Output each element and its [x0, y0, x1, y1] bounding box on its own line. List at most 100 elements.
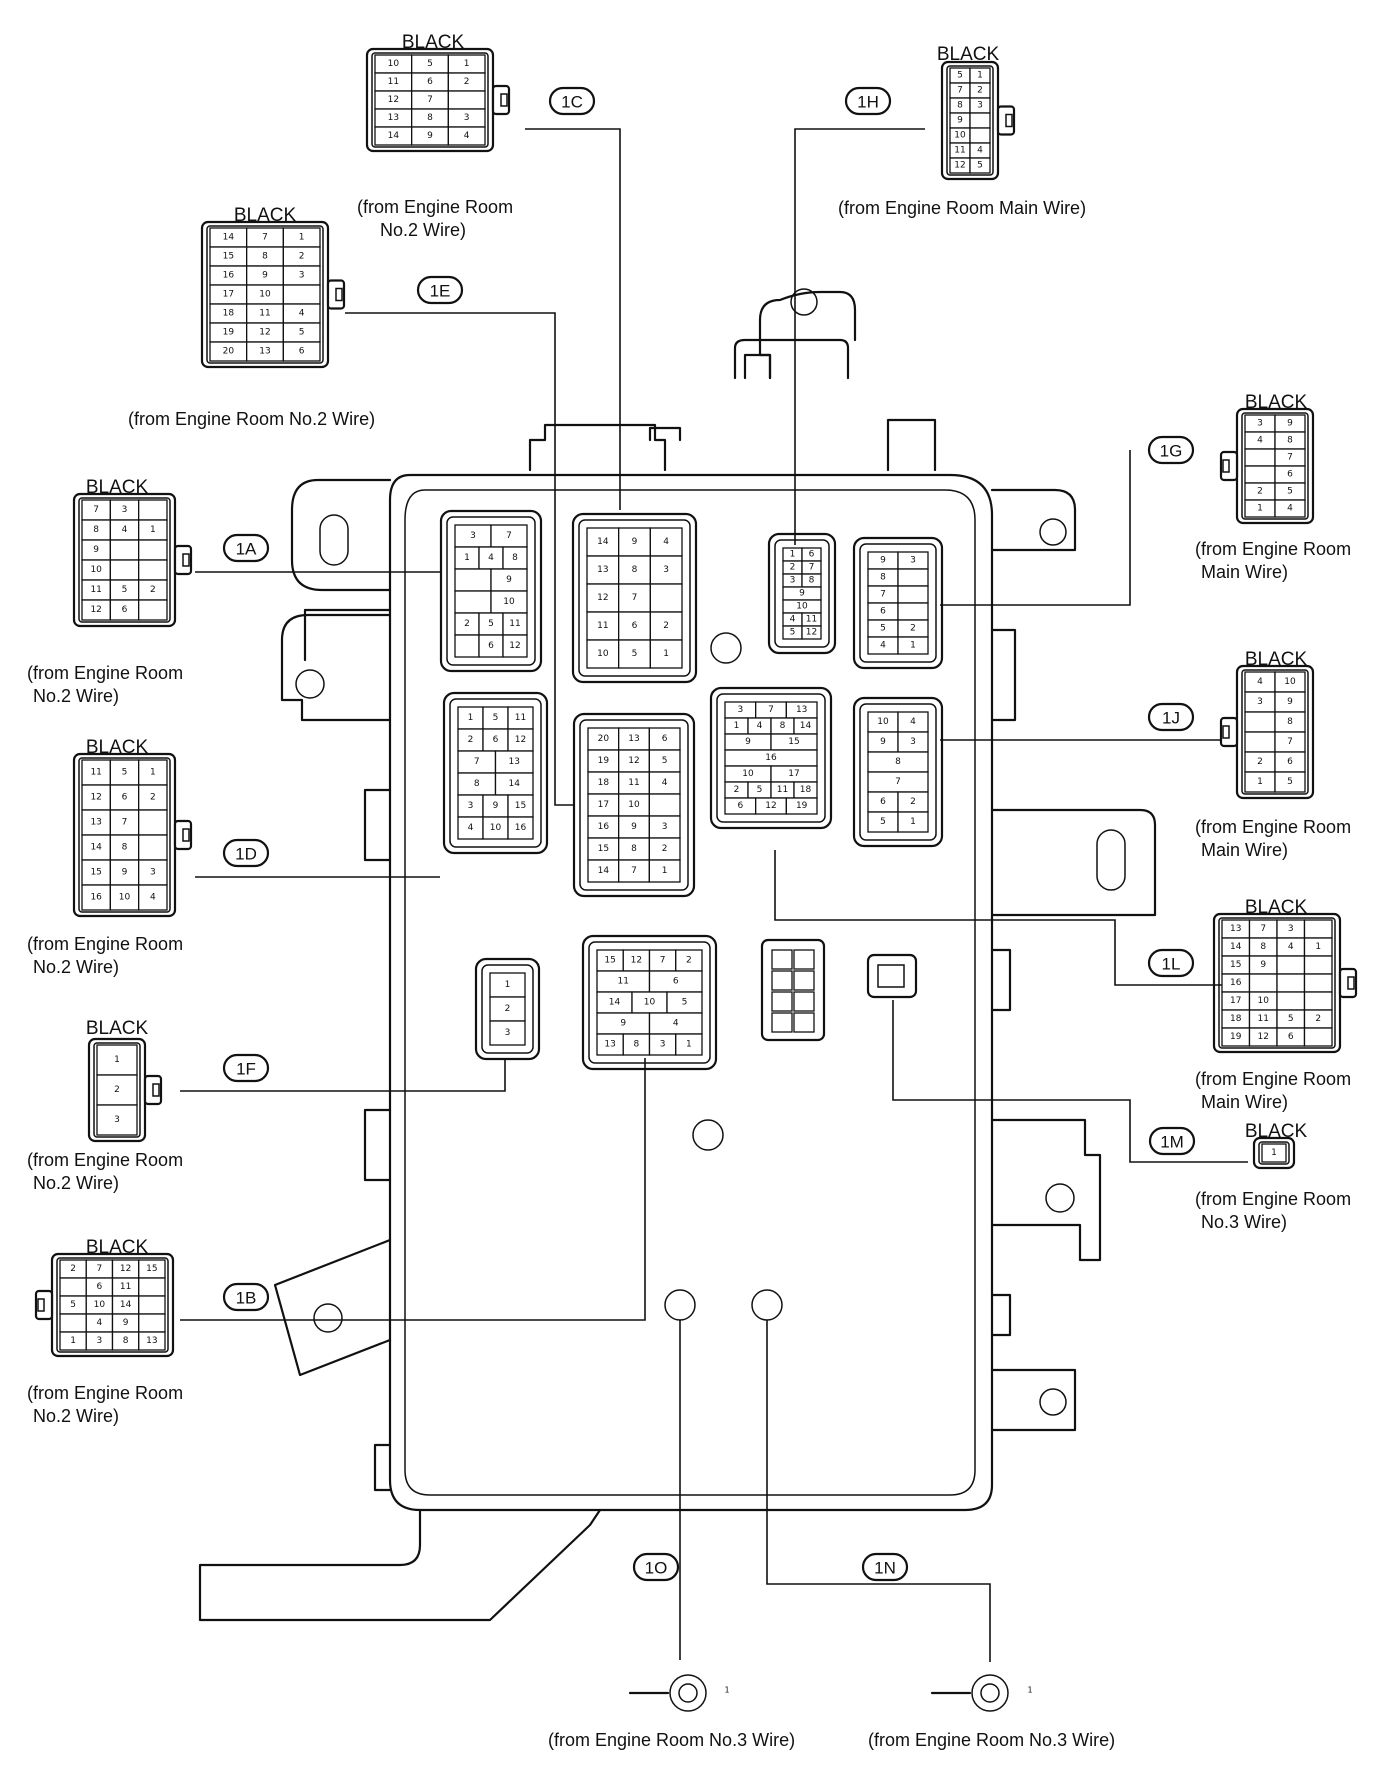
socket-inner-frame	[481, 964, 534, 1054]
source-label-1D-line2: No.2 Wire)	[33, 957, 119, 977]
source-label-1L-line1: (from Engine Room	[1195, 1069, 1351, 1089]
pin-number: 4	[1288, 942, 1294, 952]
code-bubble-1M: 1M	[1148, 1126, 1196, 1156]
pin-number: 4	[299, 309, 305, 319]
pin-number: 3	[977, 101, 983, 111]
pin-number: 16	[598, 822, 610, 832]
socket-inner-frame	[449, 698, 542, 848]
pin-cell	[1244, 711, 1276, 733]
source-label-1B-line1: (from Engine Room	[27, 1383, 183, 1403]
color-label-1C: BLACK	[402, 32, 465, 53]
connector-latch-detail	[182, 553, 190, 567]
pin-number: 5	[299, 328, 305, 338]
connector-inner-wall	[1218, 917, 1336, 1049]
pin-number: 19	[223, 328, 235, 338]
connector-latch-detail	[37, 1298, 45, 1312]
pin-cell	[96, 1074, 138, 1106]
pin-number: 8	[93, 525, 99, 535]
socket-inner-frame	[588, 941, 711, 1064]
code-bubble-1G: 1G	[1147, 435, 1195, 465]
pin-cell	[489, 1020, 526, 1046]
pin-number: 14	[223, 233, 235, 243]
color-label-1E: BLACK	[234, 205, 297, 226]
pin-number: 1	[114, 1055, 120, 1065]
pin-cell	[1244, 448, 1276, 467]
pin-number: 1	[299, 233, 305, 243]
pin-number: 15	[90, 868, 101, 878]
pin-number: 9	[493, 801, 499, 811]
pin-number: 2	[464, 619, 470, 629]
pin-cell	[1276, 991, 1306, 1011]
pin-number: 1	[910, 641, 916, 651]
pin-number: 9	[957, 116, 963, 126]
pin-cell	[801, 625, 822, 640]
pin-number: 10	[796, 602, 808, 612]
pin-number: 10	[119, 893, 131, 903]
code-bubble-outline	[548, 86, 596, 116]
pin-number: 3	[464, 113, 470, 123]
source-label-1L-line2: Main Wire)	[1201, 1092, 1288, 1112]
pin-cell	[649, 611, 683, 641]
pin-number: 18	[1230, 1014, 1242, 1024]
pin-number: 2	[662, 844, 668, 854]
pin-cell	[586, 527, 620, 557]
pin-number: 7	[880, 590, 886, 600]
pin-cell	[969, 127, 991, 144]
color-label-1H: BLACK	[937, 44, 1000, 65]
pin-number: 5	[682, 998, 688, 1008]
socket-M	[866, 953, 918, 999]
pin-number: 10	[644, 998, 656, 1008]
pin-cell	[109, 559, 140, 581]
pin-number: 5	[757, 785, 763, 795]
connector-labels: BLACK (from Engine Room No.2 Wire) BLACK…	[27, 32, 1351, 1750]
pin-number: 15	[598, 844, 609, 854]
pin-number: 10	[490, 823, 502, 833]
socket-F: 123	[474, 957, 541, 1061]
pin-number: 15	[1230, 960, 1241, 970]
pin-number: 4	[464, 131, 470, 141]
pin-cell	[502, 634, 528, 658]
pin-number: 2	[734, 785, 740, 795]
code-text: 1A	[236, 540, 257, 559]
pin-number: 2	[468, 735, 474, 745]
pin-number: 7	[97, 1264, 103, 1274]
pin-cell	[138, 809, 168, 836]
pin-cell	[793, 1012, 815, 1033]
pin-number: 13	[259, 347, 270, 357]
pin-number: 2	[1315, 1014, 1321, 1024]
pin-number: 10	[94, 1300, 106, 1310]
pin-number: 7	[632, 593, 638, 603]
pin-number: 8	[880, 573, 886, 583]
code-bubble-outline	[222, 1282, 270, 1312]
pin-number: 12	[954, 161, 965, 171]
pin-number: 14	[388, 131, 400, 141]
pin-number: 3	[299, 271, 305, 281]
pin-number: 11	[954, 146, 965, 156]
pin-number: 7	[895, 777, 901, 787]
pin-cell	[454, 568, 492, 592]
pin-number: 12	[120, 1264, 131, 1274]
pin-cell	[109, 784, 140, 811]
pin-cell	[81, 834, 111, 861]
pin-number: 3	[1257, 697, 1263, 707]
connector-latch-detail	[182, 828, 190, 842]
connector-inner-wall	[1258, 1141, 1290, 1165]
pin-number: 3	[122, 505, 128, 515]
pin-number: 7	[262, 233, 268, 243]
code-bubble-outline	[222, 838, 270, 868]
pin-number: 13	[388, 113, 399, 123]
pin-cell	[1276, 955, 1306, 975]
pin-number: 1	[686, 1040, 692, 1050]
pin-number: 6	[122, 793, 128, 803]
pin-number: 12	[765, 801, 776, 811]
pin-number: 1	[1257, 504, 1263, 514]
